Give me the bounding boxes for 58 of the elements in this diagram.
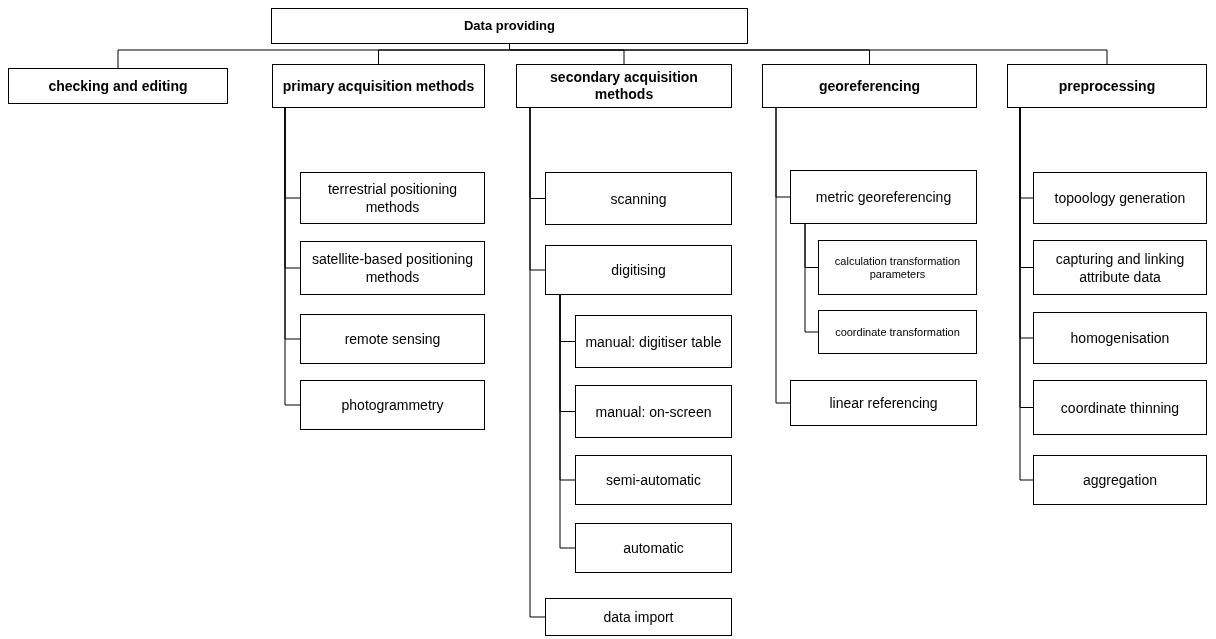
process-box	[545, 172, 732, 225]
process-box	[545, 245, 732, 295]
connector-line	[529, 107, 546, 618]
box-label: coordinate transformation	[835, 325, 960, 339]
connector-line	[284, 107, 301, 406]
process-box	[1007, 64, 1207, 108]
box-label: homogenisation	[1070, 329, 1170, 347]
box-label: digitising	[611, 261, 666, 279]
box-label: remote sensing	[344, 330, 441, 348]
box-label: manual: on-screen	[595, 402, 712, 421]
box-label: aggregation	[1083, 471, 1157, 489]
connector-line	[775, 107, 791, 404]
process-box	[762, 64, 977, 108]
process-box	[300, 172, 485, 224]
process-box	[1033, 380, 1207, 435]
process-box	[271, 8, 748, 44]
box-label: photogrammetry	[341, 396, 444, 414]
box-label: satellite-based positioning methods	[310, 250, 475, 286]
process-box	[1033, 455, 1207, 505]
process-box	[300, 314, 485, 364]
box-label: capturing and linking attribute data	[1054, 249, 1186, 286]
process-box	[516, 64, 732, 108]
connector-line	[1019, 107, 1034, 481]
box-label: topoology generation	[1054, 189, 1186, 207]
process-box	[1033, 240, 1207, 295]
process-box	[1033, 172, 1207, 224]
box-label: preprocessing	[1058, 77, 1156, 95]
box-label: metric georeferencing	[815, 188, 952, 206]
box-label: calculation transformation parameters	[833, 254, 962, 281]
process-box	[790, 380, 977, 426]
box-label: data import	[603, 608, 674, 626]
box-label: linear referencing	[829, 394, 938, 412]
process-box	[575, 385, 732, 438]
process-box	[8, 68, 228, 104]
process-box	[272, 64, 485, 108]
process-box	[575, 455, 732, 505]
box-label: automatic	[623, 539, 684, 557]
box-label: semi-automatic	[606, 471, 701, 489]
process-box	[300, 380, 485, 430]
process-box	[1033, 312, 1207, 364]
process-box	[818, 310, 977, 354]
box-label: scanning	[610, 189, 667, 208]
process-box	[575, 315, 732, 368]
process-box	[545, 598, 732, 636]
box-label: manual: digitiser table	[585, 332, 722, 351]
box-label: secondary acquisition methods	[549, 69, 699, 103]
process-box	[790, 170, 977, 224]
box-label: checking and editing	[48, 77, 188, 95]
box-label: coordinate thinning	[1060, 398, 1180, 417]
box-label: Data providing	[464, 17, 555, 36]
connector-line	[804, 223, 819, 333]
box-label: georeferencing	[818, 77, 921, 95]
process-box	[575, 523, 732, 573]
connector-line	[559, 294, 576, 549]
process-box	[300, 241, 485, 295]
box-label: primary acquisition methods	[282, 77, 475, 95]
box-label: terrestrial positioning methods	[326, 180, 459, 216]
process-box	[818, 240, 977, 295]
